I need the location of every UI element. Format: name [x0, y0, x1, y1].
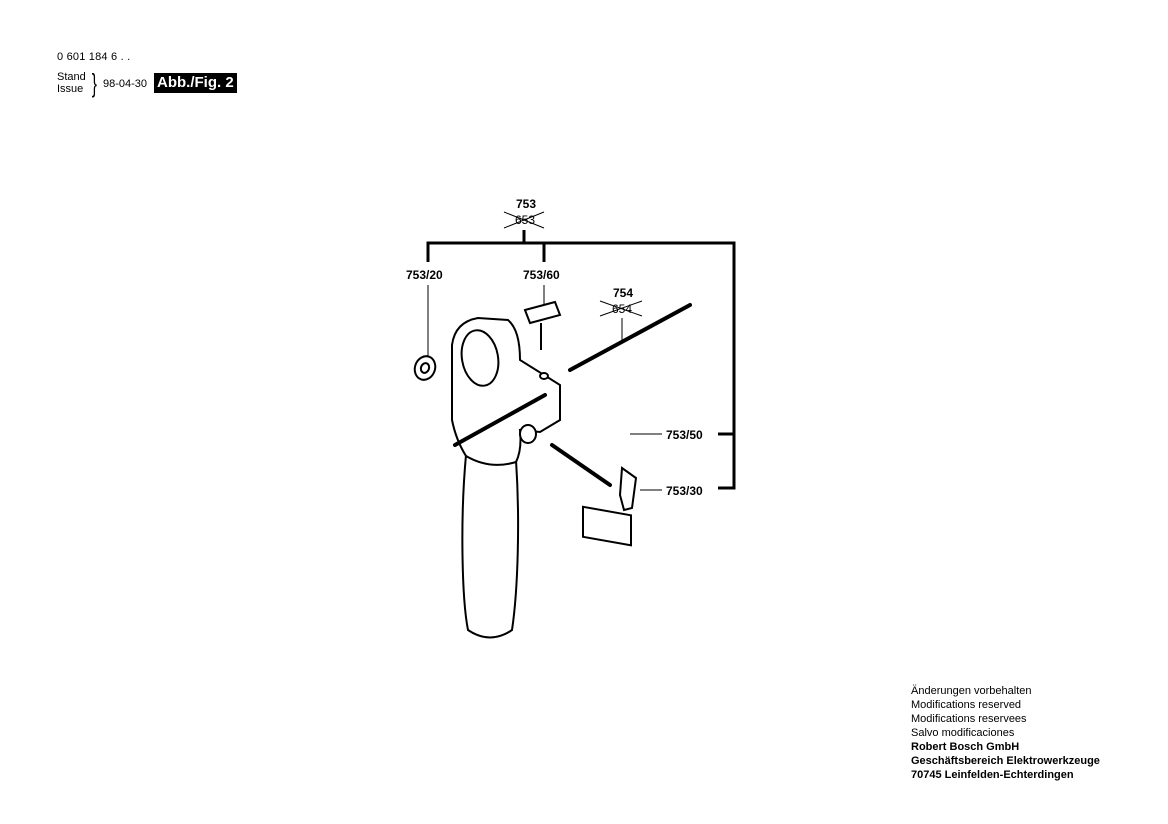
issue-label: Issue: [57, 83, 84, 95]
note-fr: Modifications reservees: [911, 713, 1027, 725]
part-label-754: 754: [613, 286, 634, 300]
part-label-753-20: 753/20: [406, 268, 443, 282]
figure-tag: Abb./Fig. 2: [154, 73, 237, 93]
part-number: 0 601 184 6 . .: [57, 51, 131, 63]
part-label-753-30: 753/30: [666, 484, 703, 498]
brace-icon: }: [91, 68, 97, 98]
company-name: Robert Bosch GmbH: [911, 741, 1020, 753]
note-en: Modifications reserved: [911, 699, 1022, 711]
stand-label: Stand: [57, 71, 86, 83]
note-es: Salvo modificaciones: [911, 727, 1015, 739]
handle-drawing: [413, 316, 632, 639]
issue-date: 98-04-30: [103, 78, 148, 90]
part-superseded-654: 654: [612, 302, 633, 316]
company-address: 70745 Leinfelden-Echterdingen: [911, 769, 1074, 781]
part-label-753-50: 753/50: [666, 428, 703, 442]
part-label-753-60: 753/60: [523, 268, 560, 282]
stand-issue-label: Stand Issue: [57, 71, 86, 95]
group-superseded: 653: [515, 213, 536, 227]
rod-drawing: [453, 303, 692, 487]
company-division: Geschäftsbereich Elektrowerkzeuge: [911, 755, 1100, 767]
note-de: Änderungen vorbehalten: [911, 685, 1032, 697]
footer-notes: Änderungen vorbehalten Modifications res…: [911, 684, 1100, 782]
group-label: 753: [516, 197, 537, 211]
